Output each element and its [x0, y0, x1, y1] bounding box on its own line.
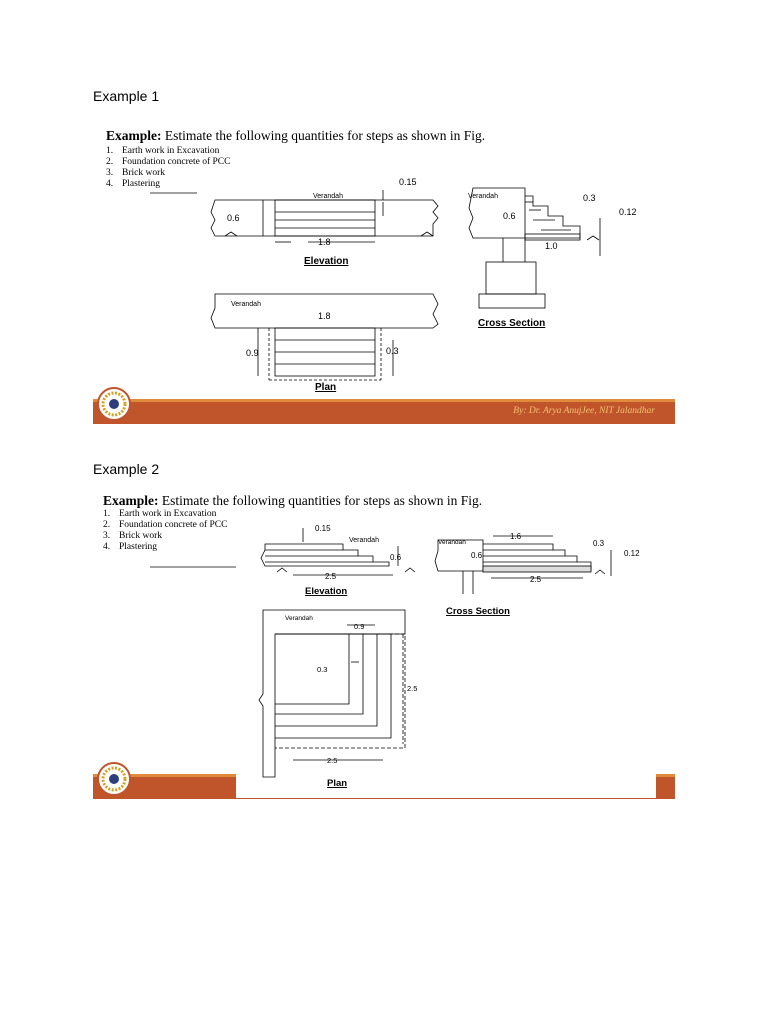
slide-1-credit: By: Dr. Arya AnujJee, NIT Jalandhar: [513, 406, 655, 416]
cross-section-1-dim-base: 1.0: [545, 241, 558, 251]
plan-2-dim-tread: 0.3: [317, 665, 327, 674]
plan-drawing-2: [258, 609, 406, 778]
list-item: 4.Plastering: [103, 542, 157, 552]
elevation-drawing-2: [260, 528, 416, 576]
slide-example-2: Example: Estimate the following quantiti…: [93, 486, 675, 799]
institute-logo: [97, 387, 131, 421]
elevation-2-verandah-label: Verandah: [349, 537, 379, 544]
plan-drawing-1: [210, 293, 439, 381]
slide-2-drawings: Verandah 0.15 0.6 2.5 Elevation Verandah…: [150, 524, 656, 798]
list-item: 1.Earth work in Excavation: [106, 146, 220, 156]
plan-1-dim-depth: 0.9: [246, 348, 259, 358]
cross-section-1-verandah-label: Verandah: [468, 193, 498, 200]
cross-section-2-caption: Cross Section: [446, 606, 510, 617]
cross-section-1-dim-tread: 0.3: [583, 193, 596, 203]
slide-1-drawings: Verandah 0.6 0.15 1.8 Elevation Verandah…: [150, 177, 637, 393]
elevation-1-caption: Elevation: [304, 256, 348, 267]
plan-1-dim-tread: 0.3: [386, 346, 399, 356]
slide-1-title-bold: Example:: [106, 128, 162, 143]
institute-logo: [97, 762, 131, 796]
elevation-1-dim-height: 0.6: [227, 213, 240, 223]
slide-2-title: Example: Estimate the following quantiti…: [103, 493, 482, 509]
example-1-label: Example 1: [93, 88, 160, 104]
slide-1-title: Example: Estimate the following quantiti…: [106, 128, 485, 144]
plan-1-verandah-label: Verandah: [231, 301, 261, 308]
cross-section-2-dim-pcc: 0.12: [624, 549, 640, 558]
cross-section-drawing-1: [468, 187, 601, 309]
elevation-2-dim-width: 2.5: [325, 572, 337, 581]
slide-example-1: Example: Estimate the following quantiti…: [93, 118, 675, 424]
elevation-1-dim-width: 1.8: [318, 237, 331, 247]
plan-2-verandah-label: Verandah: [285, 615, 313, 622]
cross-section-1-dim-pcc: 0.12: [619, 207, 637, 217]
cross-section-2-dim-height: 0.6: [471, 551, 483, 560]
elevation-1-dim-step: 0.15: [399, 177, 417, 187]
slide-1-footer-bar: [93, 399, 675, 424]
example-2-label: Example 2: [93, 461, 160, 477]
cross-section-2-dim-tread: 0.3: [593, 539, 605, 548]
cross-section-1-caption: Cross Section: [478, 318, 545, 329]
plan-2-dim-top: 0.9: [354, 622, 364, 631]
slide-2-title-bold: Example:: [103, 493, 159, 508]
cross-section-2-dim-top: 1.6: [510, 532, 522, 541]
list-item: 3.Brick work: [106, 168, 166, 178]
list-item: 3.Brick work: [103, 531, 163, 541]
cross-section-drawing-2: [434, 535, 612, 594]
elevation-2-dim-height: 0.6: [390, 553, 402, 562]
elevation-2-dim-step: 0.15: [315, 524, 331, 533]
list-item: 1.Earth work in Excavation: [103, 509, 217, 519]
elevation-1-verandah-label: Verandah: [313, 193, 343, 200]
slide-2-quantity-list: 1.Earth work in Excavation 2.Foundation …: [103, 509, 227, 553]
plan-1-caption: Plan: [315, 382, 336, 393]
elevation-2-caption: Elevation: [305, 586, 347, 597]
list-item: 4.Plastering: [106, 179, 160, 189]
cross-section-1-dim-height: 0.6: [503, 211, 516, 221]
plan-2-dim-bottom: 2.5: [327, 756, 337, 765]
cross-section-2-dim-base: 2.5: [530, 575, 542, 584]
plan-1-dim-width: 1.8: [318, 311, 331, 321]
plan-2-caption: Plan: [327, 778, 347, 789]
slide-2-title-text: Estimate the following quantities for st…: [158, 493, 483, 508]
list-item: 2.Foundation concrete of PCC: [103, 520, 228, 530]
slide-1-title-text: Estimate the following quantities for st…: [161, 128, 486, 143]
plan-2-dim-side: 2.5: [407, 684, 417, 693]
elevation-drawing-1: [210, 190, 439, 243]
list-item: 2.Foundation concrete of PCC: [106, 157, 231, 167]
slide-1-quantity-list: 1.Earth work in Excavation 2.Foundation …: [106, 146, 230, 190]
cross-section-2-verandah-label: Verandah: [438, 539, 466, 546]
